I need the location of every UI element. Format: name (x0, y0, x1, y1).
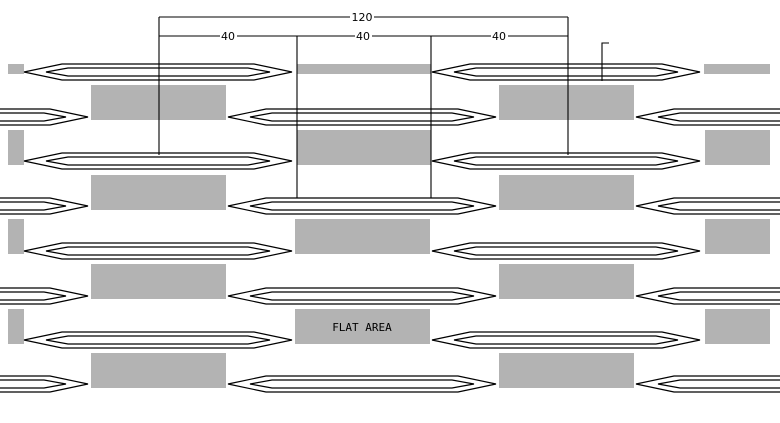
leader-marker (601, 42, 609, 81)
strand-opening-outer-r0-c0 (23, 63, 293, 81)
flat-area-e2 (499, 264, 634, 299)
strand-opening-inner-r6-c1 (453, 335, 679, 345)
strand-opening-outer-r0-c1 (431, 63, 701, 81)
strand-opening-outer-r7-c2 (635, 375, 780, 393)
strand-opening-inner-r0-c1 (453, 67, 679, 77)
dim-text-pitch-3: 40 (492, 30, 506, 43)
flat-area-d-left-partial (8, 219, 24, 254)
flat-area-g1 (91, 353, 226, 388)
flat-area-label: FLAT AREA (332, 321, 392, 334)
flat-areas (8, 64, 770, 388)
flat-area-d-right-partial (705, 219, 770, 254)
strand-opening-outer-r5-c0 (227, 287, 497, 305)
flat-area-b1 (297, 130, 431, 165)
dim-text-pitch-2: 40 (356, 30, 370, 43)
strand-opening-inner-r2-c1 (453, 156, 679, 166)
strand-opening-outer-r7-c0 (227, 375, 497, 393)
strand-opening-inner-r3-c0 (249, 201, 475, 211)
strand-opening-outer-r2-c1 (431, 152, 701, 170)
strand-opening-outer-r6-c1 (431, 331, 701, 349)
dimension-texts: 120 40 40 40 (220, 11, 508, 43)
strand-opening-inner-r7-c2 (657, 379, 780, 389)
flat-area-g2 (499, 353, 634, 388)
strands (0, 63, 780, 393)
flat-area-top-left-partial (8, 64, 24, 74)
strand-opening-outer-r4-c1 (431, 242, 701, 260)
strand-opening-outer-r1-c1 (0, 108, 89, 126)
strand-opening-outer-r3-c1 (0, 197, 89, 215)
strand-opening-inner-r5-c2 (657, 291, 780, 301)
flat-area-a2 (499, 85, 634, 120)
flat-area-d1 (295, 219, 430, 254)
strand-opening-outer-r4-c0 (23, 242, 293, 260)
dim-text-pitch-1: 40 (221, 30, 235, 43)
flat-area-c2 (499, 175, 634, 210)
strand-opening-inner-r4-c0 (45, 246, 271, 256)
flat-area-top-right-partial (704, 64, 770, 74)
strand-opening-outer-r3-c0 (227, 197, 497, 215)
strand-opening-inner-r0-c0 (45, 67, 271, 77)
strand-opening-inner-r7-c1 (0, 379, 67, 389)
strand-opening-outer-r2-c0 (23, 152, 293, 170)
strand-opening-outer-r1-c0 (227, 108, 497, 126)
strand-opening-inner-r2-c0 (45, 156, 271, 166)
strand-opening-inner-r6-c0 (45, 335, 271, 345)
dim-text-overall: 120 (352, 11, 373, 24)
strand-opening-outer-r6-c0 (23, 331, 293, 349)
strand-opening-inner-r5-c1 (0, 291, 67, 301)
flat-area-b-left-partial (8, 130, 24, 165)
flat-area-f1-labeled (295, 309, 430, 344)
strand-opening-outer-r1-c2 (635, 108, 780, 126)
flat-area-top-center-partial (297, 64, 431, 74)
strand-opening-inner-r4-c1 (453, 246, 679, 256)
flat-area-c1 (91, 175, 226, 210)
strand-opening-inner-r3-c2 (657, 201, 780, 211)
strand-opening-outer-r3-c2 (635, 197, 780, 215)
flat-area-b-right-partial (705, 130, 770, 165)
strand-opening-inner-r3-c1 (0, 201, 67, 211)
strand-opening-inner-r1-c1 (0, 112, 67, 122)
strand-opening-outer-r7-c1 (0, 375, 89, 393)
strand-opening-inner-r1-c2 (657, 112, 780, 122)
strand-opening-inner-r1-c0 (249, 112, 475, 122)
strand-opening-outer-r5-c2 (635, 287, 780, 305)
flat-area-e1 (91, 264, 226, 299)
strand-opening-inner-r7-c0 (249, 379, 475, 389)
strand-opening-inner-r5-c0 (249, 291, 475, 301)
strand-opening-outer-r5-c1 (0, 287, 89, 305)
flat-area-f-left-partial (8, 309, 24, 344)
flat-area-f-right-partial (705, 309, 770, 344)
